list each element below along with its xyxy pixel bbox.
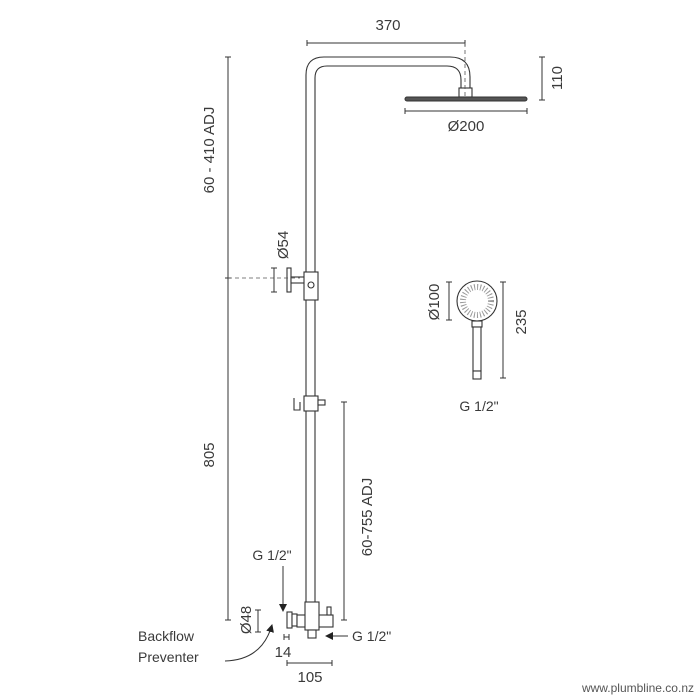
diverter-knob — [286, 267, 319, 301]
inlet-thread-right-label: G 1/2" — [352, 628, 391, 644]
dimension-lines — [225, 40, 545, 666]
dim-hand-shower-length: 235 — [513, 309, 530, 334]
shower-head — [404, 96, 528, 102]
shower-rail — [305, 56, 473, 607]
hand-shower-thread-label: G 1/2" — [459, 398, 498, 414]
dim-projection: 105 — [297, 669, 322, 686]
backflow-label-line2: Preventer — [138, 649, 199, 665]
dim-head-diameter: Ø200 — [448, 118, 485, 135]
backflow-label-line1: Backflow — [138, 628, 195, 644]
dim-upper-height: 60 - 410 ADJ — [201, 107, 218, 194]
dim-lower-height: 805 — [201, 442, 218, 467]
bottom-valve — [286, 601, 334, 639]
inlet-thread-top-label: G 1/2" — [252, 547, 291, 563]
dim-slider-range: 60-755 ADJ — [359, 478, 376, 556]
hand-shower — [456, 280, 498, 380]
dim-inlet-depth: 14 — [275, 644, 292, 661]
dim-arm-length: 370 — [375, 17, 400, 34]
backflow-arrow — [224, 624, 274, 662]
dim-inlet-diameter: Ø48 — [238, 606, 255, 634]
hand-shower-holder — [293, 395, 326, 412]
dim-hand-shower-diameter: Ø100 — [426, 284, 443, 321]
watermark: www.plumbline.co.nz — [581, 681, 694, 695]
dim-diverter-diameter: Ø54 — [275, 231, 292, 259]
dim-head-drop: 110 — [549, 66, 566, 90]
